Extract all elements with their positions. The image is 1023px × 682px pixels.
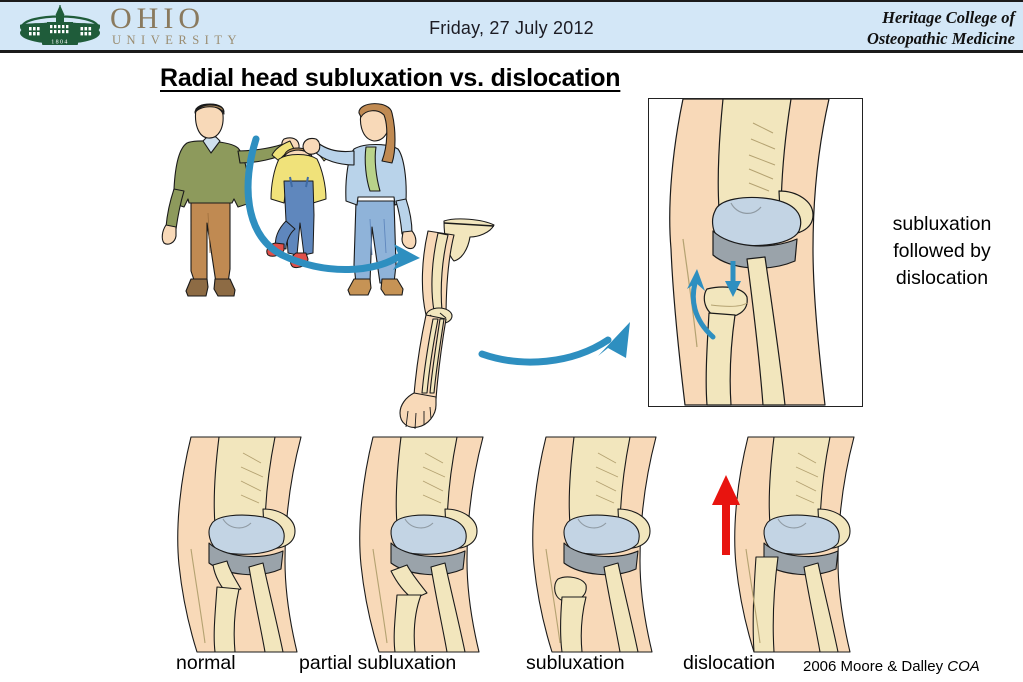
- man-shoe-left: [185, 278, 209, 297]
- man-head: [194, 105, 224, 139]
- man-left-hand: [161, 224, 177, 245]
- elbow-panel-normal: [165, 436, 345, 653]
- woman-hair: [358, 103, 396, 164]
- elbow-panel-dislocation: [700, 436, 880, 653]
- panel2-radial-head: [390, 564, 428, 600]
- elbow-panel-partial-subluxation: [347, 436, 527, 653]
- header-college-name: Heritage College of Osteopathic Medicine: [805, 7, 1015, 49]
- man-shoe-right: [213, 278, 236, 297]
- inset-blue-arrow-down: [725, 261, 741, 297]
- inset-cartilage: [712, 196, 802, 247]
- child-swinging-illustration: [158, 103, 443, 308]
- panel4-radius-shaft: [752, 556, 779, 653]
- slide-header: Friday, 27 July 2012: [0, 0, 1023, 53]
- slide-title: Radial head subluxation vs. dislocation: [160, 64, 621, 92]
- blue-curved-arrow-1: [244, 135, 420, 273]
- child-overalls: [283, 180, 315, 256]
- source-credit: 2006 Moore & Dalley COA: [803, 658, 980, 675]
- elbow-panel-subluxation: [520, 436, 700, 653]
- red-arrow-up: [712, 475, 740, 555]
- header-date: Friday, 27 July 2012: [429, 18, 594, 38]
- arm-skeleton-illustration: [398, 215, 508, 430]
- caption-line-1: subluxation: [892, 213, 992, 235]
- college-line-1: Heritage College of: [882, 8, 1015, 27]
- caption-line-3: dislocation: [895, 267, 989, 289]
- panel-label-row: normal partial subluxation subluxation d…: [0, 652, 1023, 682]
- panel1-radial-head: [212, 560, 242, 594]
- ohio-cupola-icon: 1804: [14, 5, 106, 49]
- logo-ohio-text: OHIO: [110, 2, 205, 35]
- blue-curved-arrow-2: [478, 322, 630, 366]
- inset-blue-arrow-curved: [687, 269, 716, 340]
- panel3-cartilage: [563, 514, 640, 555]
- panel1-cartilage: [208, 514, 285, 555]
- label-subluxation: subluxation: [526, 652, 625, 674]
- credit-text: 2006 Moore & Dalley: [803, 658, 948, 675]
- ulna: [429, 318, 445, 394]
- subluxation-dislocation-caption: subluxation followed by dislocation: [866, 211, 1018, 292]
- caption-line-2: followed by: [893, 240, 991, 262]
- hand: [399, 392, 437, 428]
- panel2-cartilage: [390, 514, 467, 555]
- logo-university-text: UNIVERSITY: [112, 33, 242, 47]
- inset-radius-shaft: [705, 312, 736, 406]
- college-line-2: Osteopathic Medicine: [866, 29, 1015, 48]
- ohio-university-logo: 1804 OHIO UNIVERSITY: [14, 4, 344, 52]
- radius: [421, 318, 439, 394]
- woman-blouse: [364, 146, 381, 192]
- label-dislocation: dislocation: [683, 652, 776, 674]
- woman-right-hand: [401, 230, 417, 250]
- woman-shoe-right: [380, 278, 404, 296]
- logo-year-text: 1804: [51, 40, 69, 46]
- inset-joint-band: [712, 230, 798, 269]
- man-trousers: [190, 198, 231, 284]
- inset-ulna: [746, 256, 786, 406]
- panel4-cartilage: [763, 514, 840, 555]
- credit-italic: COA: [947, 658, 980, 675]
- woman-left-hand: [302, 137, 321, 155]
- label-normal: normal: [176, 652, 236, 674]
- woman-shoe-left: [347, 278, 372, 296]
- label-partial-subluxation: partial subluxation: [299, 652, 457, 674]
- elbow-detail-inset: [648, 98, 863, 407]
